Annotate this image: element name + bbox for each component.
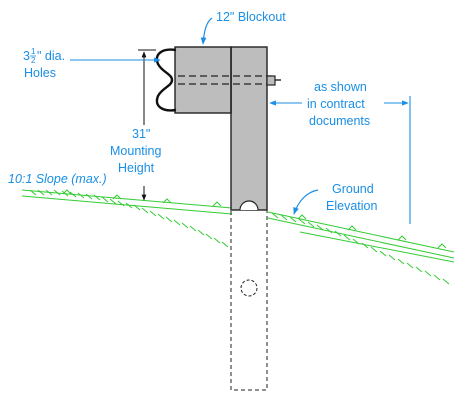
w-beam-rail	[155, 48, 177, 112]
contract-label-line3: documents	[309, 114, 370, 128]
mounting-bolts	[178, 75, 272, 85]
ground-label-line2: Elevation	[326, 199, 377, 213]
contract-label-line1: as shown	[314, 80, 367, 94]
holes-label-frac-den: 2	[31, 56, 36, 65]
contract-label-line2: in contract	[307, 97, 365, 111]
ground-leader	[293, 189, 319, 215]
blockout-leader	[200, 17, 213, 45]
post-embedded-outline	[230, 209, 268, 391]
holes-label-frac-num: 1	[31, 47, 36, 56]
blockout	[174, 46, 232, 114]
mount-height-line1: 31"	[132, 127, 150, 141]
post-hole-dashed	[240, 279, 258, 297]
ground-label-line1: Ground	[332, 182, 374, 196]
post-base-arch	[239, 200, 259, 211]
post-above-ground	[230, 46, 268, 211]
mount-height-line2: Mounting	[110, 144, 161, 158]
holes-label-rest: " dia.	[37, 49, 65, 63]
holes-label-number: 3	[23, 49, 30, 63]
slope-label: 10:1 Slope (max.)	[8, 172, 107, 186]
ground-hatch	[21, 189, 454, 285]
mount-height-line3: Height	[118, 161, 155, 175]
holes-label-line2: Holes	[24, 66, 56, 80]
bolt-nut	[266, 75, 276, 86]
blockout-label: 12" Blockout	[216, 10, 286, 24]
